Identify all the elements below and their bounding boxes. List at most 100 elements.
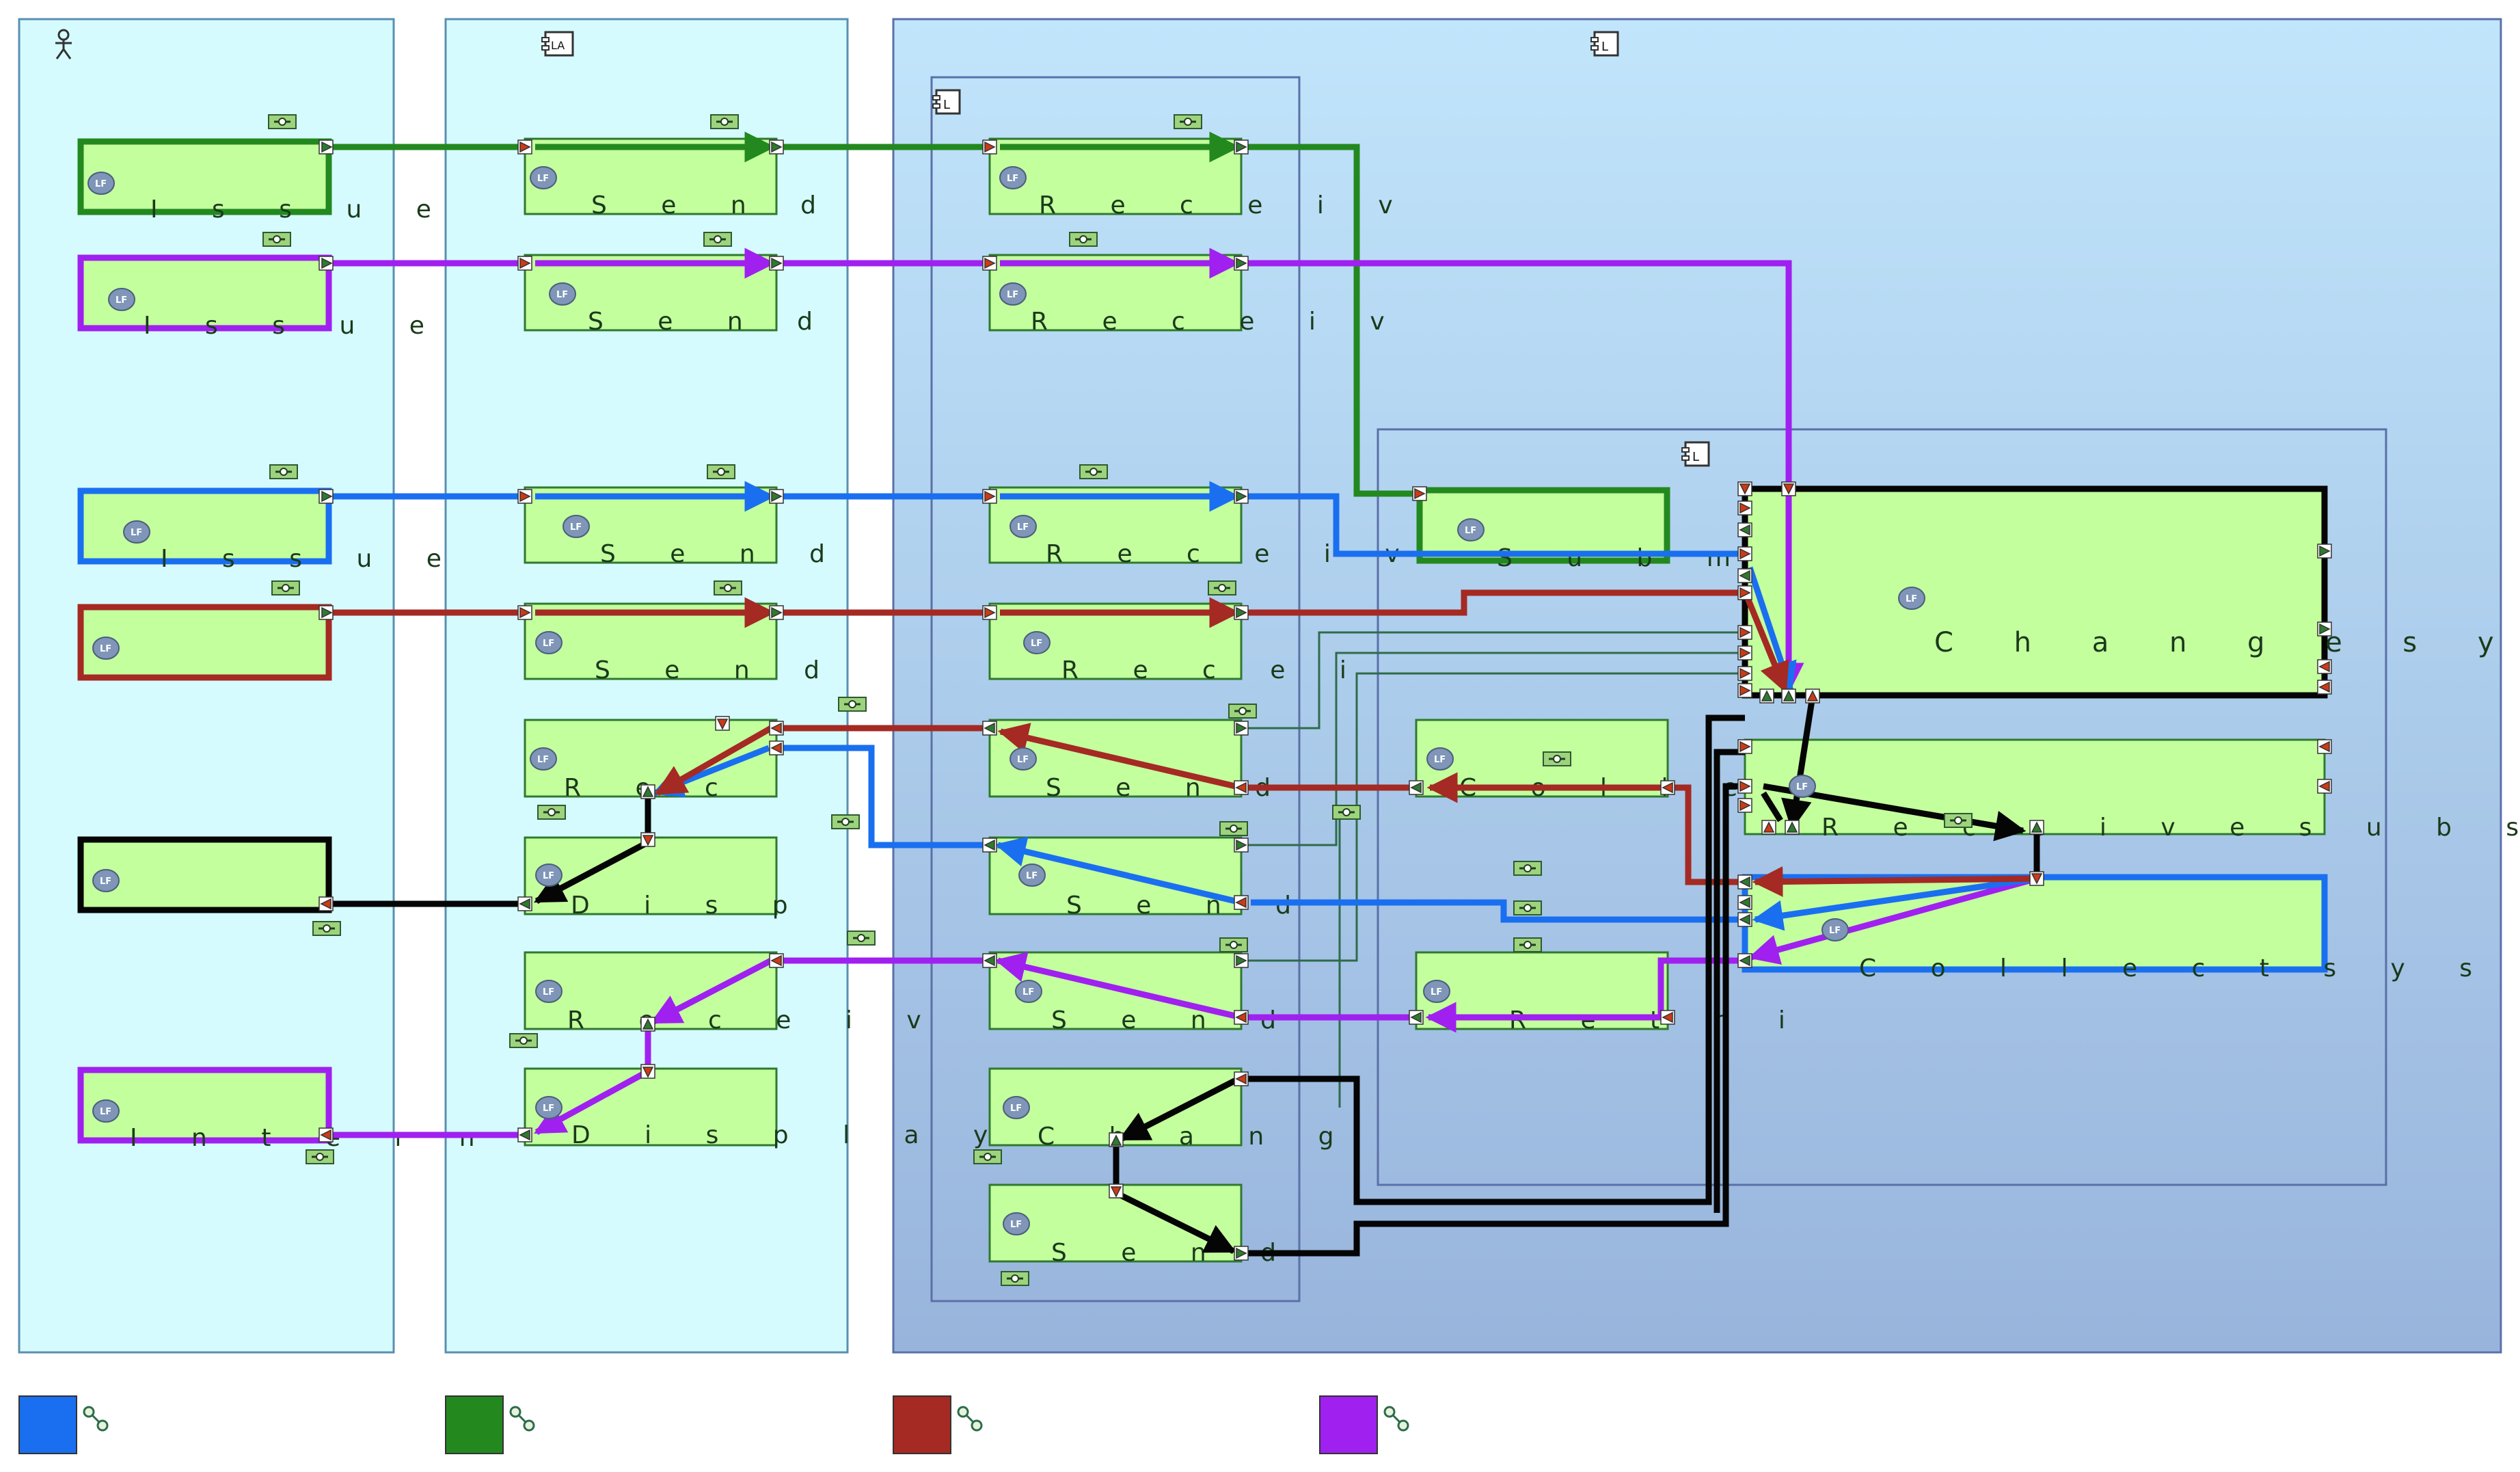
svg-text:LF: LF [543, 871, 554, 881]
logical-component-icon: L [1681, 441, 1710, 467]
function-label: S e n d [588, 308, 836, 336]
functional-exchange-icon [1228, 704, 1257, 719]
svg-text:LF: LF [1026, 871, 1038, 881]
functional-exchange-icon [1079, 464, 1108, 479]
lf-badge-icon: LF [535, 980, 563, 1003]
svg-text:LA: LA [551, 39, 565, 52]
svg-text:LF: LF [1465, 526, 1476, 536]
lf-badge-icon: LF [535, 1096, 563, 1119]
function-receive-c2[interactable]: R e c e i v [988, 254, 1408, 336]
actor-icon [55, 29, 72, 59]
lf-badge-icon: LF [1023, 631, 1051, 654]
lf-badge-icon: LF [530, 166, 557, 189]
function-label: S u b m [1497, 544, 1754, 572]
function-label: C h a n g e s y s [1934, 627, 2520, 658]
function-send-4[interactable]: S e n d [524, 602, 843, 684]
functional-exchange-icon [1944, 813, 1973, 828]
function-label: R e c e i [1061, 656, 1370, 684]
lf-badge-icon: LF [535, 631, 563, 654]
flow-red [329, 589, 2037, 898]
function-black-actor[interactable] [77, 836, 332, 913]
exchange-icons [262, 114, 1973, 1286]
functional-exchange-icon [262, 232, 291, 247]
svg-text:LF: LF [1010, 1103, 1022, 1114]
function-label: I s s u e [144, 312, 448, 340]
lf-badge-icon: LF [563, 515, 590, 538]
function-issue-blue[interactable]: I s s u e [77, 487, 465, 573]
functional-exchange-icon [1219, 937, 1248, 952]
function-display-b6[interactable]: D i s p [524, 836, 811, 920]
function-label: R e c e i v [1039, 191, 1416, 219]
legend-exchange-icon [83, 1406, 109, 1432]
functional-exchange-icon [312, 921, 341, 936]
function-receive-c1[interactable]: R e c e i v [988, 137, 1416, 219]
function-red-actor[interactable] [77, 604, 332, 681]
lf-badge-icon: LF [1789, 775, 1816, 798]
lf-badge-icon: LF [1010, 747, 1037, 771]
lf-badge-icon: LF [535, 864, 563, 887]
svg-text:LF: LF [543, 1103, 554, 1114]
lf-badge-icon: LF [1423, 980, 1450, 1003]
svg-text:LF: LF [1031, 639, 1042, 649]
legend-exchange-icon [957, 1406, 983, 1432]
legend [18, 1395, 1409, 1454]
functional-exchange-icon [509, 1033, 538, 1048]
function-send-c9[interactable]: S e n d [988, 1183, 1299, 1267]
svg-text:LF: LF [537, 755, 549, 765]
function-label: R e c e i v [1031, 308, 1408, 336]
functional-exchange-icon [268, 114, 297, 129]
lf-badge-icon: LF [999, 166, 1027, 189]
functional-exchange-icon [1332, 805, 1361, 820]
lf-badge-icon: LF [108, 288, 135, 311]
functional-exchange-icon [847, 931, 876, 946]
function-internal-purple[interactable]: I n t e r n [77, 1067, 498, 1152]
functional-exchange-icon [973, 1149, 1002, 1164]
functional-exchange-icon [838, 697, 867, 712]
svg-text:LF: LF [100, 644, 111, 654]
svg-text:LF: LF [570, 522, 582, 533]
function-label: S e n d [595, 656, 843, 684]
lf-badges: LF LF LF LF LF LF LF LF LF LF LF LF LF LF LF LF LF LF LF LF… [87, 166, 1925, 1235]
logical-component-icon: L [1590, 31, 1619, 57]
flow-green [329, 131, 1420, 497]
function-send-1[interactable]: S e n d [524, 137, 839, 219]
functional-exchange-icon [1208, 580, 1236, 596]
lf-badge-icon: LF [1821, 918, 1849, 941]
lf-badge-icon: LF [87, 172, 115, 195]
component-inner-right [1377, 428, 2387, 1186]
function-receive-b7[interactable]: R e c e i v [524, 951, 945, 1034]
svg-text:LF: LF [543, 987, 554, 998]
logical-actor-icon: LA [541, 31, 574, 57]
lf-badge-icon: LF [92, 637, 120, 660]
legend-item-green[interactable] [445, 1395, 535, 1454]
legend-item-red[interactable] [893, 1395, 983, 1454]
lf-badge-icon: LF [1426, 747, 1454, 771]
svg-text:LF: LF [100, 1107, 111, 1117]
lf-badge-icon: LF [92, 1099, 120, 1123]
lf-badge-icon: LF [1010, 515, 1037, 538]
functional-exchange-icon [1513, 900, 1542, 915]
function-change-system[interactable]: C h a n g e s y s [1742, 485, 2520, 699]
component-inner-left [930, 76, 1301, 1302]
function-receive-c4[interactable]: R e c e i [988, 602, 1370, 684]
functional-exchange-icon [271, 580, 300, 596]
legend-item-purple[interactable] [1319, 1395, 1409, 1454]
svg-text:LF: LF [1431, 987, 1442, 998]
flow-blue [329, 481, 2037, 931]
svg-text:LF: LF [1906, 594, 1917, 604]
legend-exchange-icon [1383, 1406, 1409, 1432]
function-issue-green[interactable]: I s s u e [77, 138, 455, 224]
functional-exchange-icon [1219, 821, 1248, 836]
svg-text:LF: LF [1017, 522, 1029, 533]
lf-badge-icon: LF [92, 869, 120, 892]
lf-badge-icon: LF [1003, 1096, 1030, 1119]
functional-exchange-icon [1174, 114, 1202, 129]
legend-item-blue[interactable] [18, 1395, 109, 1454]
svg-text:LF: LF [1829, 926, 1841, 936]
ports [319, 139, 2332, 1261]
svg-text:LF: LF [100, 876, 111, 887]
functional-exchange-icon [714, 580, 742, 596]
function-label: S e n d [600, 540, 848, 568]
function-label: I s s u e [150, 196, 455, 224]
legend-exchange-icon [509, 1406, 535, 1432]
